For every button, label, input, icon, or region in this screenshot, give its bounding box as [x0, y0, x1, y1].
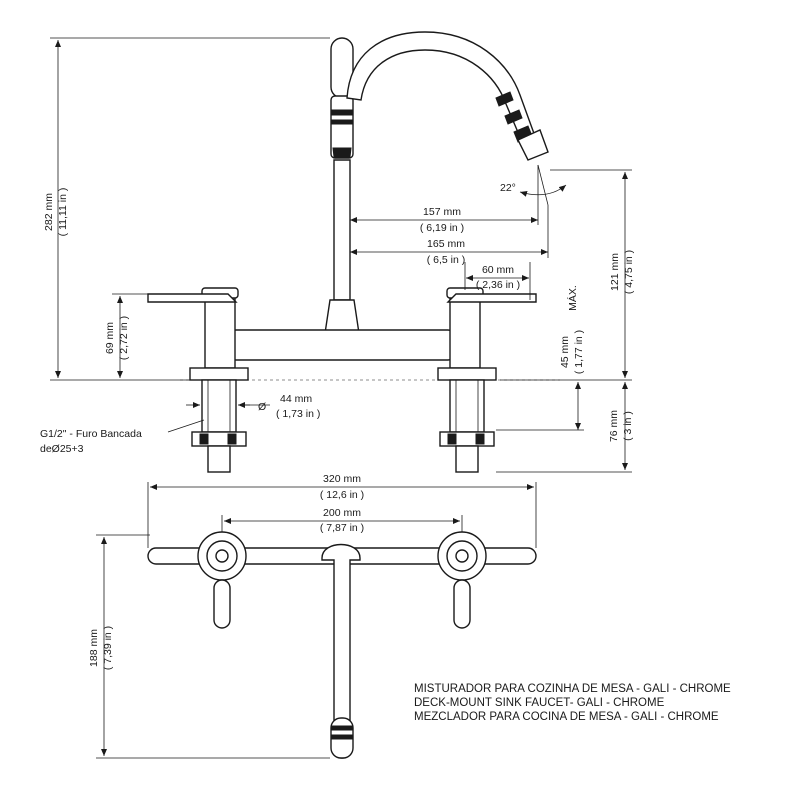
dim-200-in: ( 7,87 in ) [320, 522, 364, 534]
left-valve-body [204, 295, 236, 369]
left-flange [189, 367, 249, 381]
dim-165-in: ( 6,5 in ) [427, 254, 466, 266]
dim-157-mm: 157 mm [423, 206, 461, 218]
dim-45-note: MÁX. [566, 285, 579, 311]
title-pt: MISTURADOR PARA COZINHA DE MESA - GALI -… [414, 683, 731, 695]
front-elevation: 22° [40, 31, 635, 473]
dim-282-mm: 282 mm [43, 193, 55, 231]
dim-69-in: ( 2,72 in ) [118, 316, 130, 360]
dim-60-mm: 60 mm [482, 264, 514, 276]
dim-44-in: ( 1,73 in ) [276, 408, 320, 420]
dim-60-in: ( 2,36 in ) [476, 279, 520, 291]
dim-45-mm: 45 mm [559, 336, 571, 368]
left-tail [207, 445, 231, 473]
top-right-lever [453, 579, 471, 629]
bridge-pipe [225, 329, 459, 361]
angle-line [537, 164, 549, 206]
title-en: DECK-MOUNT SINK FAUCET- GALI - CHROME [414, 697, 665, 709]
title-block: MISTURADOR PARA COZINHA DE MESA - GALI -… [414, 683, 731, 723]
angle-label: 22° [500, 182, 516, 194]
thread-note-1: G1/2" - Furo Bancada [40, 428, 142, 440]
gooseneck-outer [346, 31, 541, 157]
aerator-ring-2 [330, 119, 354, 125]
dim-165-mm: 165 mm [427, 238, 465, 250]
top-view: 320 mm ( 12,6 in ) 200 mm ( 7,87 in ) 18… [88, 473, 537, 759]
dim-121-in: ( 4,75 in ) [623, 250, 635, 294]
gooseneck-tip [517, 129, 549, 161]
right-lever [446, 293, 537, 303]
right-tail [455, 445, 479, 473]
dim-282-in: ( 11,11 in ) [57, 188, 69, 237]
dim-320-in: ( 12,6 in ) [320, 489, 364, 501]
thread-note-2: deØ25+3 [40, 443, 84, 455]
dim-320-mm: 320 mm [323, 473, 361, 485]
left-lever [147, 293, 238, 303]
spout-neck [333, 159, 351, 301]
dim-200-mm: 200 mm [323, 507, 361, 519]
thread-leader [167, 419, 205, 433]
aerator-tip [332, 147, 352, 158]
right-valve-body [449, 295, 481, 369]
title-es: MEZCLADOR PARA COCINA DE MESA - GALI - C… [414, 711, 719, 723]
dim-188-mm: 188 mm [88, 629, 100, 667]
right-shank [449, 379, 485, 433]
dim-44-mm: 44 mm [280, 393, 312, 405]
top-left-lever [213, 579, 231, 629]
dim-76-mm: 76 mm [608, 410, 620, 442]
dim-157-in: ( 6,19 in ) [420, 222, 464, 234]
dim-69-mm: 69 mm [104, 322, 116, 354]
left-shank [201, 379, 237, 433]
dim-121-mm: 121 mm [609, 253, 621, 291]
angle-arc [519, 184, 567, 197]
dim-44-symbol: Ø [258, 401, 266, 413]
aerator-ring [330, 109, 354, 116]
dim-188-in: ( 7,39 in ) [102, 626, 114, 670]
right-flange [437, 367, 497, 381]
dim-45-in: ( 1,77 in ) [573, 330, 585, 374]
dim-76-in: ( 3 in ) [622, 411, 634, 441]
